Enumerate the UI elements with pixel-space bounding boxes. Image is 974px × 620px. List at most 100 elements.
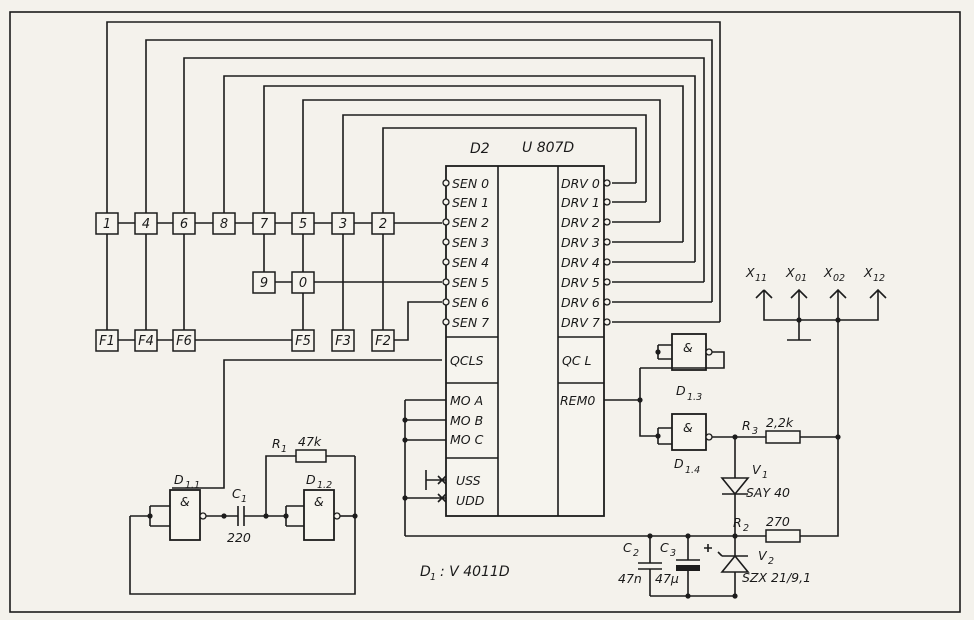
- gate-d1-3-sub: 1.3: [687, 392, 702, 403]
- diode-v1-sub: 1: [762, 470, 768, 481]
- gate-d1-2-label: D: [306, 472, 316, 487]
- resistor-r1-value: 47k: [298, 434, 322, 449]
- key-label: 6: [180, 217, 188, 232]
- gate-d1-2-symbol: &: [314, 494, 324, 509]
- resistor-r3-sub: 3: [752, 426, 758, 437]
- cap-c1-sub: 1: [241, 494, 247, 505]
- cap-c2-label: C: [623, 540, 632, 555]
- key-label: 1: [103, 217, 111, 232]
- resistor-r2-label: R: [733, 515, 742, 530]
- key-label: 3: [339, 217, 347, 232]
- key-label: F2: [375, 334, 391, 349]
- gate-d1-4-sub: 1.4: [685, 465, 700, 476]
- zener-v2-sub: 2: [768, 556, 774, 567]
- key-label: F3: [335, 334, 351, 349]
- ic-note-text: : V 4011D: [440, 564, 510, 580]
- terminal-x02-label: X: [823, 265, 833, 280]
- supply-wiring: [402, 399, 735, 537]
- zener-v2-label: V: [758, 548, 768, 563]
- terminal-x12-label: X: [863, 265, 873, 280]
- terminal-x11-label: X: [745, 265, 755, 280]
- gate-d1-4: [604, 368, 713, 451]
- gate-d1-4-symbol: &: [683, 420, 693, 435]
- output-terminals: [755, 288, 887, 341]
- svg-text:MO B: MO B: [450, 413, 483, 428]
- terminal-x02-sub: 02: [833, 273, 845, 284]
- key-label: 4: [142, 217, 150, 232]
- ic-u807d-pins: SEN 0 SEN 1 SEN 2 SEN 3 SEN 4 SEN 5 SEN …: [450, 176, 600, 508]
- svg-text:UDD: UDD: [456, 493, 485, 508]
- ic-note-label: D: [420, 564, 431, 580]
- svg-text:DRV 3: DRV 3: [561, 235, 600, 250]
- svg-text:USS: USS: [456, 473, 481, 488]
- svg-text:DRV 1: DRV 1: [561, 195, 600, 210]
- ic-u807d-type: U 807D: [522, 140, 574, 156]
- ic-u807d-ref: D2: [470, 141, 490, 157]
- cap-c2-value: 47n: [618, 571, 642, 586]
- svg-text:SEN 1: SEN 1: [452, 195, 489, 210]
- terminal-x12-sub: 12: [873, 273, 885, 284]
- svg-text:SEN 2: SEN 2: [452, 215, 489, 230]
- gate-d1-3-symbol: &: [683, 340, 693, 355]
- key-label: 8: [220, 217, 228, 232]
- keypad-labels: 1 4 6 8 7 5 3 2 9 0 F1 F4 F6 F5 F3 F2: [99, 217, 391, 349]
- resistor-r1-label: R: [272, 436, 281, 451]
- key-label: 7: [260, 217, 269, 232]
- resistor-r2-value: 270: [766, 514, 790, 529]
- resistor-r3-label: R: [742, 418, 751, 433]
- svg-text:SEN 5: SEN 5: [452, 275, 489, 290]
- cap-c3-value: 47µ: [655, 571, 679, 586]
- oscillator: [129, 449, 358, 595]
- cap-c1-label: C: [232, 486, 241, 501]
- resistor-r3-value: 2,2k: [766, 415, 794, 430]
- key-label: F1: [99, 334, 115, 349]
- gate-d1-3: [640, 333, 725, 371]
- svg-text:DRV 2: DRV 2: [561, 215, 600, 230]
- resistor-r1-sub: 1: [281, 444, 287, 455]
- gate-d1-1-label: D: [174, 472, 184, 487]
- svg-text:DRV 7: DRV 7: [561, 315, 600, 330]
- key-label: 0: [299, 276, 307, 291]
- svg-text:SEN 7: SEN 7: [452, 315, 489, 330]
- terminal-x01-label: X: [785, 265, 795, 280]
- svg-text:MO A: MO A: [450, 393, 483, 408]
- key-label: F6: [176, 334, 192, 349]
- key-label: 9: [260, 276, 268, 291]
- key-label: 2: [379, 217, 387, 232]
- svg-text:DRV 6: DRV 6: [561, 295, 600, 310]
- drv-wiring: [106, 21, 721, 323]
- terminal-x01-sub: 01: [795, 273, 807, 284]
- svg-text:REM0: REM0: [560, 393, 595, 408]
- diode-v1-type: SAY 40: [746, 485, 790, 500]
- ic-note-sub: 1: [430, 572, 436, 583]
- svg-text:DRV 4: DRV 4: [561, 255, 600, 270]
- gate-d1-3-label: D: [676, 383, 686, 398]
- resistor-r2-sub: 2: [743, 523, 749, 534]
- key-label: F4: [138, 334, 154, 349]
- cap-c3-sub: 3: [670, 548, 676, 559]
- svg-text:DRV 0: DRV 0: [561, 176, 600, 191]
- gate-d1-2-sub: 1.2: [317, 480, 332, 491]
- svg-text:SEN 0: SEN 0: [452, 176, 489, 191]
- frame-border: [9, 11, 961, 613]
- zener-v2-type: SZX 21/9,1: [742, 570, 811, 585]
- cap-c3-label: C: [660, 540, 669, 555]
- svg-text:DRV 5: DRV 5: [561, 275, 600, 290]
- svg-text:MO C: MO C: [450, 432, 484, 447]
- capacitors-c2-c3: [638, 533, 738, 599]
- gate-d1-4-label: D: [674, 456, 684, 471]
- cap-c2-sub: 2: [633, 548, 639, 559]
- svg-text:SEN 3: SEN 3: [452, 235, 489, 250]
- key-wiring: [106, 222, 442, 489]
- svg-text:QC L: QC L: [562, 353, 592, 368]
- key-label: 5: [299, 217, 307, 232]
- ic-u807d: [442, 165, 611, 517]
- gate-d1-1-symbol: &: [180, 494, 190, 509]
- svg-text:QCLS: QCLS: [450, 353, 484, 368]
- key-label: F5: [295, 334, 311, 349]
- cap-c1-value: 220: [227, 530, 251, 545]
- output-stage: [650, 320, 841, 597]
- svg-text:SEN 4: SEN 4: [452, 255, 489, 270]
